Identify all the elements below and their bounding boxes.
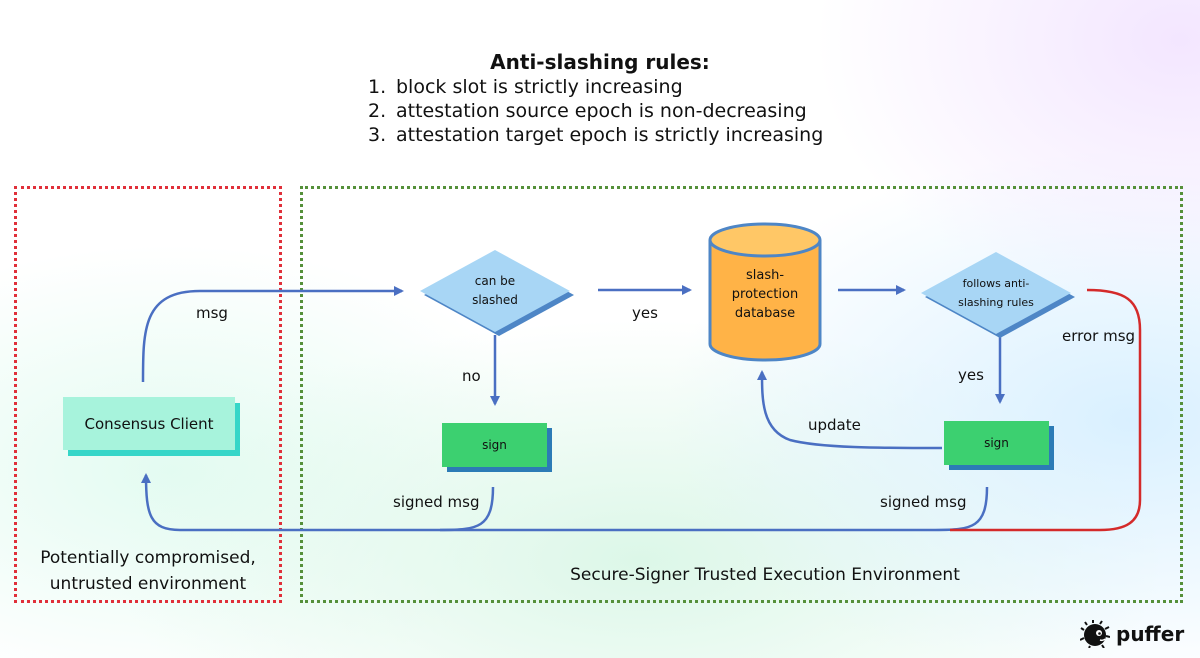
slash-protection-database-icon [708,222,822,362]
rule-number: 1. [368,76,387,98]
untrusted-zone-label-line: untrusted environment [49,574,247,594]
rule-item: 2. attestation source epoch is non-decrea… [368,100,807,122]
decision-label-line: follows anti- [962,277,1030,290]
signed-msg-left-path [141,473,495,532]
rule-text: block slot is strictly increasing [396,76,683,98]
rule-text: attestation source epoch is non-decreasi… [396,100,807,122]
no-label: no [462,367,481,385]
decision-label-line: slashing rules [958,296,1034,309]
rule-item: 3. attestation target epoch is strictly i… [368,124,823,146]
rule-number: 2. [368,100,387,122]
error-msg-label: error msg [1062,327,1136,345]
decision-label-line: slashed [472,293,518,307]
untrusted-zone-label-line: Potentially compromised, [40,548,256,568]
rule-number: 3. [368,124,387,146]
puffer-logo: puffer [1080,620,1184,648]
msg-arrow [141,286,404,383]
update-label: update [808,416,861,434]
rule-text: attestation target epoch is strictly inc… [396,124,824,146]
untrusted-zone-border [14,186,282,603]
trusted-zone-border [300,186,1183,603]
database-label-line: protection [731,287,799,302]
rules-title: Anti-slashing rules: [490,50,710,74]
decision-label-line: can be [474,274,516,288]
sign-left-node: sign [442,423,547,467]
logo-text: puffer [1116,622,1185,646]
database-label: slash- protection database [709,266,821,323]
signed-msg-label: signed msg [393,493,480,511]
signed-msg-right-path [440,486,989,532]
untrusted-zone-label: Potentially compromised, untrusted envir… [20,545,276,597]
database-label-line: database [734,306,796,321]
signed-msg-label: signed msg [880,493,967,511]
update-arrow [757,370,943,450]
yes-label: yes [632,304,658,322]
database-label-line: slash- [745,268,785,283]
rule-item: 1. block slot is strictly increasing [368,76,683,98]
error-msg-path [950,288,1142,532]
consensus-client-node: Consensus Client [63,397,235,450]
msg-label: msg [196,304,228,322]
yes-label: yes [958,366,984,384]
trusted-zone-label: Secure-Signer Trusted Execution Environm… [570,565,960,585]
puffer-fish-icon [1080,620,1110,648]
sign-right-node: sign [944,421,1049,465]
